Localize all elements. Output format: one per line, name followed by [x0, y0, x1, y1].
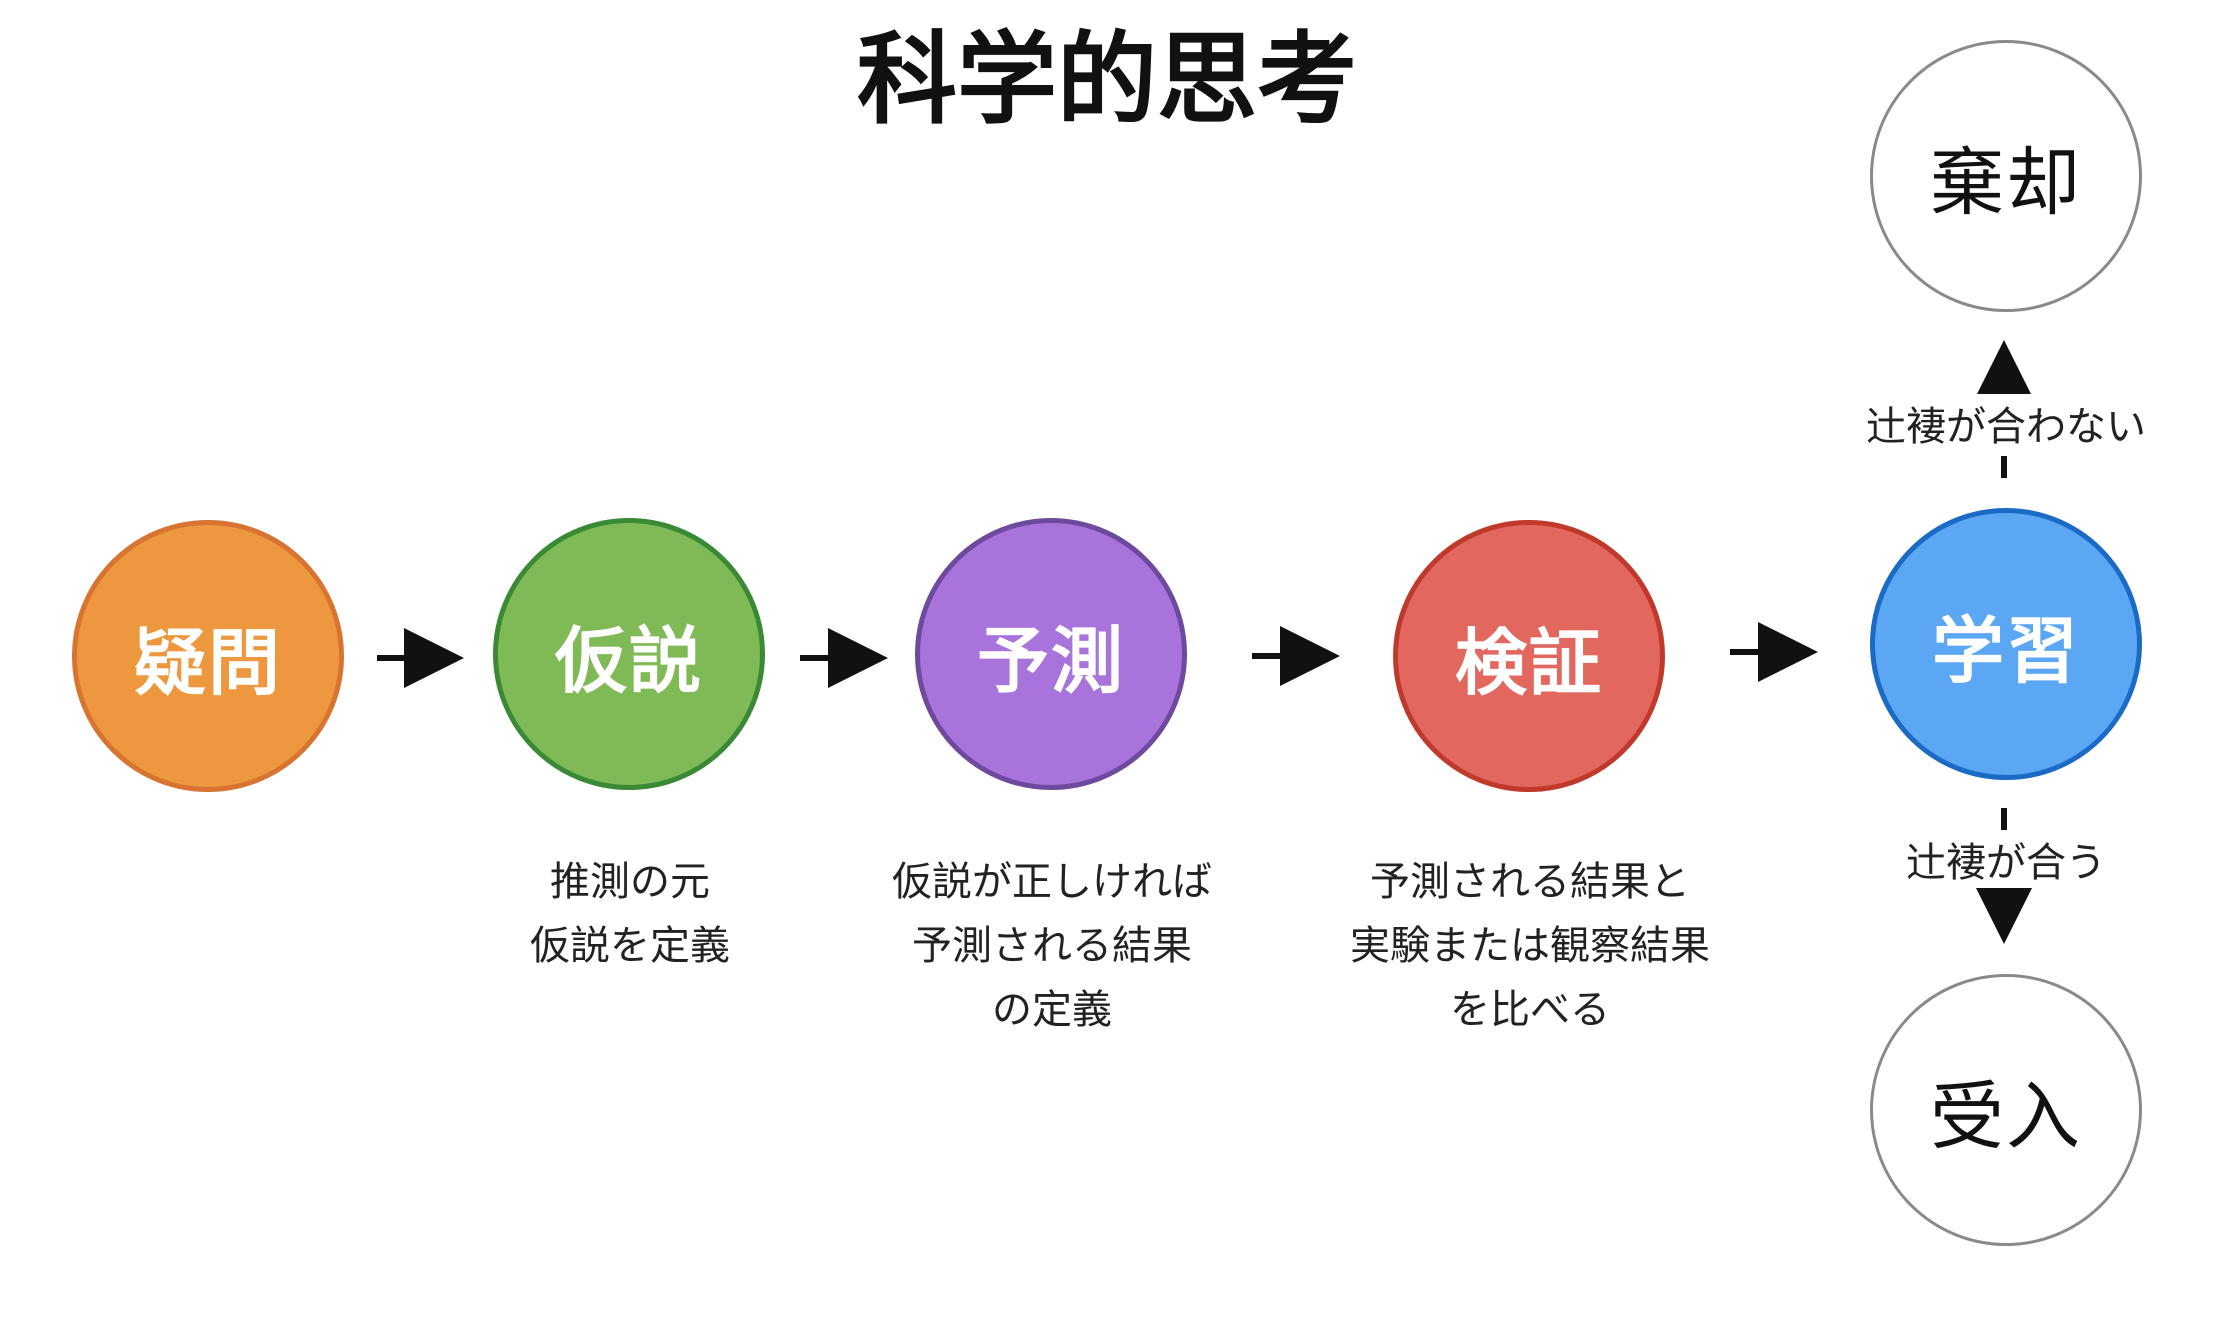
step-hypothesis-label: 仮説: [554, 618, 703, 703]
step-question: 疑問: [72, 520, 344, 792]
step-verification: 検証: [1393, 520, 1665, 792]
outcome-reject-label: 棄却: [1930, 139, 2082, 226]
branch-mismatch-label: 辻褄が合わない: [1840, 394, 2172, 452]
description-prediction-line: の定義: [992, 987, 1112, 1033]
outcome-accept-label: 受入: [1930, 1073, 2082, 1160]
step-learning: 学習: [1870, 508, 2142, 780]
description-prediction-line: 仮説が正しければ: [892, 859, 1212, 905]
step-question-label: 疑問: [133, 620, 282, 705]
step-prediction-label: 予測: [976, 618, 1125, 703]
outcome-accept: 受入: [1870, 974, 2142, 1246]
description-prediction: 仮説が正しければ 予測される結果 の定義: [832, 850, 1272, 1042]
description-verification-line: 実験または観察結果: [1350, 923, 1710, 969]
description-hypothesis-line: 推測の元: [550, 859, 710, 905]
description-prediction-line: 予測される結果: [912, 923, 1192, 969]
description-verification: 予測される結果と 実験または観察結果 を比べる: [1310, 850, 1750, 1042]
description-hypothesis: 推測の元 仮説を定義: [410, 850, 850, 978]
step-verification-label: 検証: [1454, 620, 1603, 705]
description-verification-line: を比べる: [1450, 987, 1610, 1033]
description-hypothesis-line: 仮説を定義: [530, 923, 730, 969]
step-learning-label: 学習: [1931, 608, 2080, 693]
step-prediction: 予測: [915, 518, 1187, 790]
description-verification-line: 予測される結果と: [1370, 859, 1690, 905]
step-hypothesis: 仮説: [493, 518, 765, 790]
outcome-reject: 棄却: [1870, 40, 2142, 312]
branch-match-label: 辻褄が合う: [1880, 830, 2132, 888]
diagram-title: 科学的思考: [857, 21, 1357, 138]
